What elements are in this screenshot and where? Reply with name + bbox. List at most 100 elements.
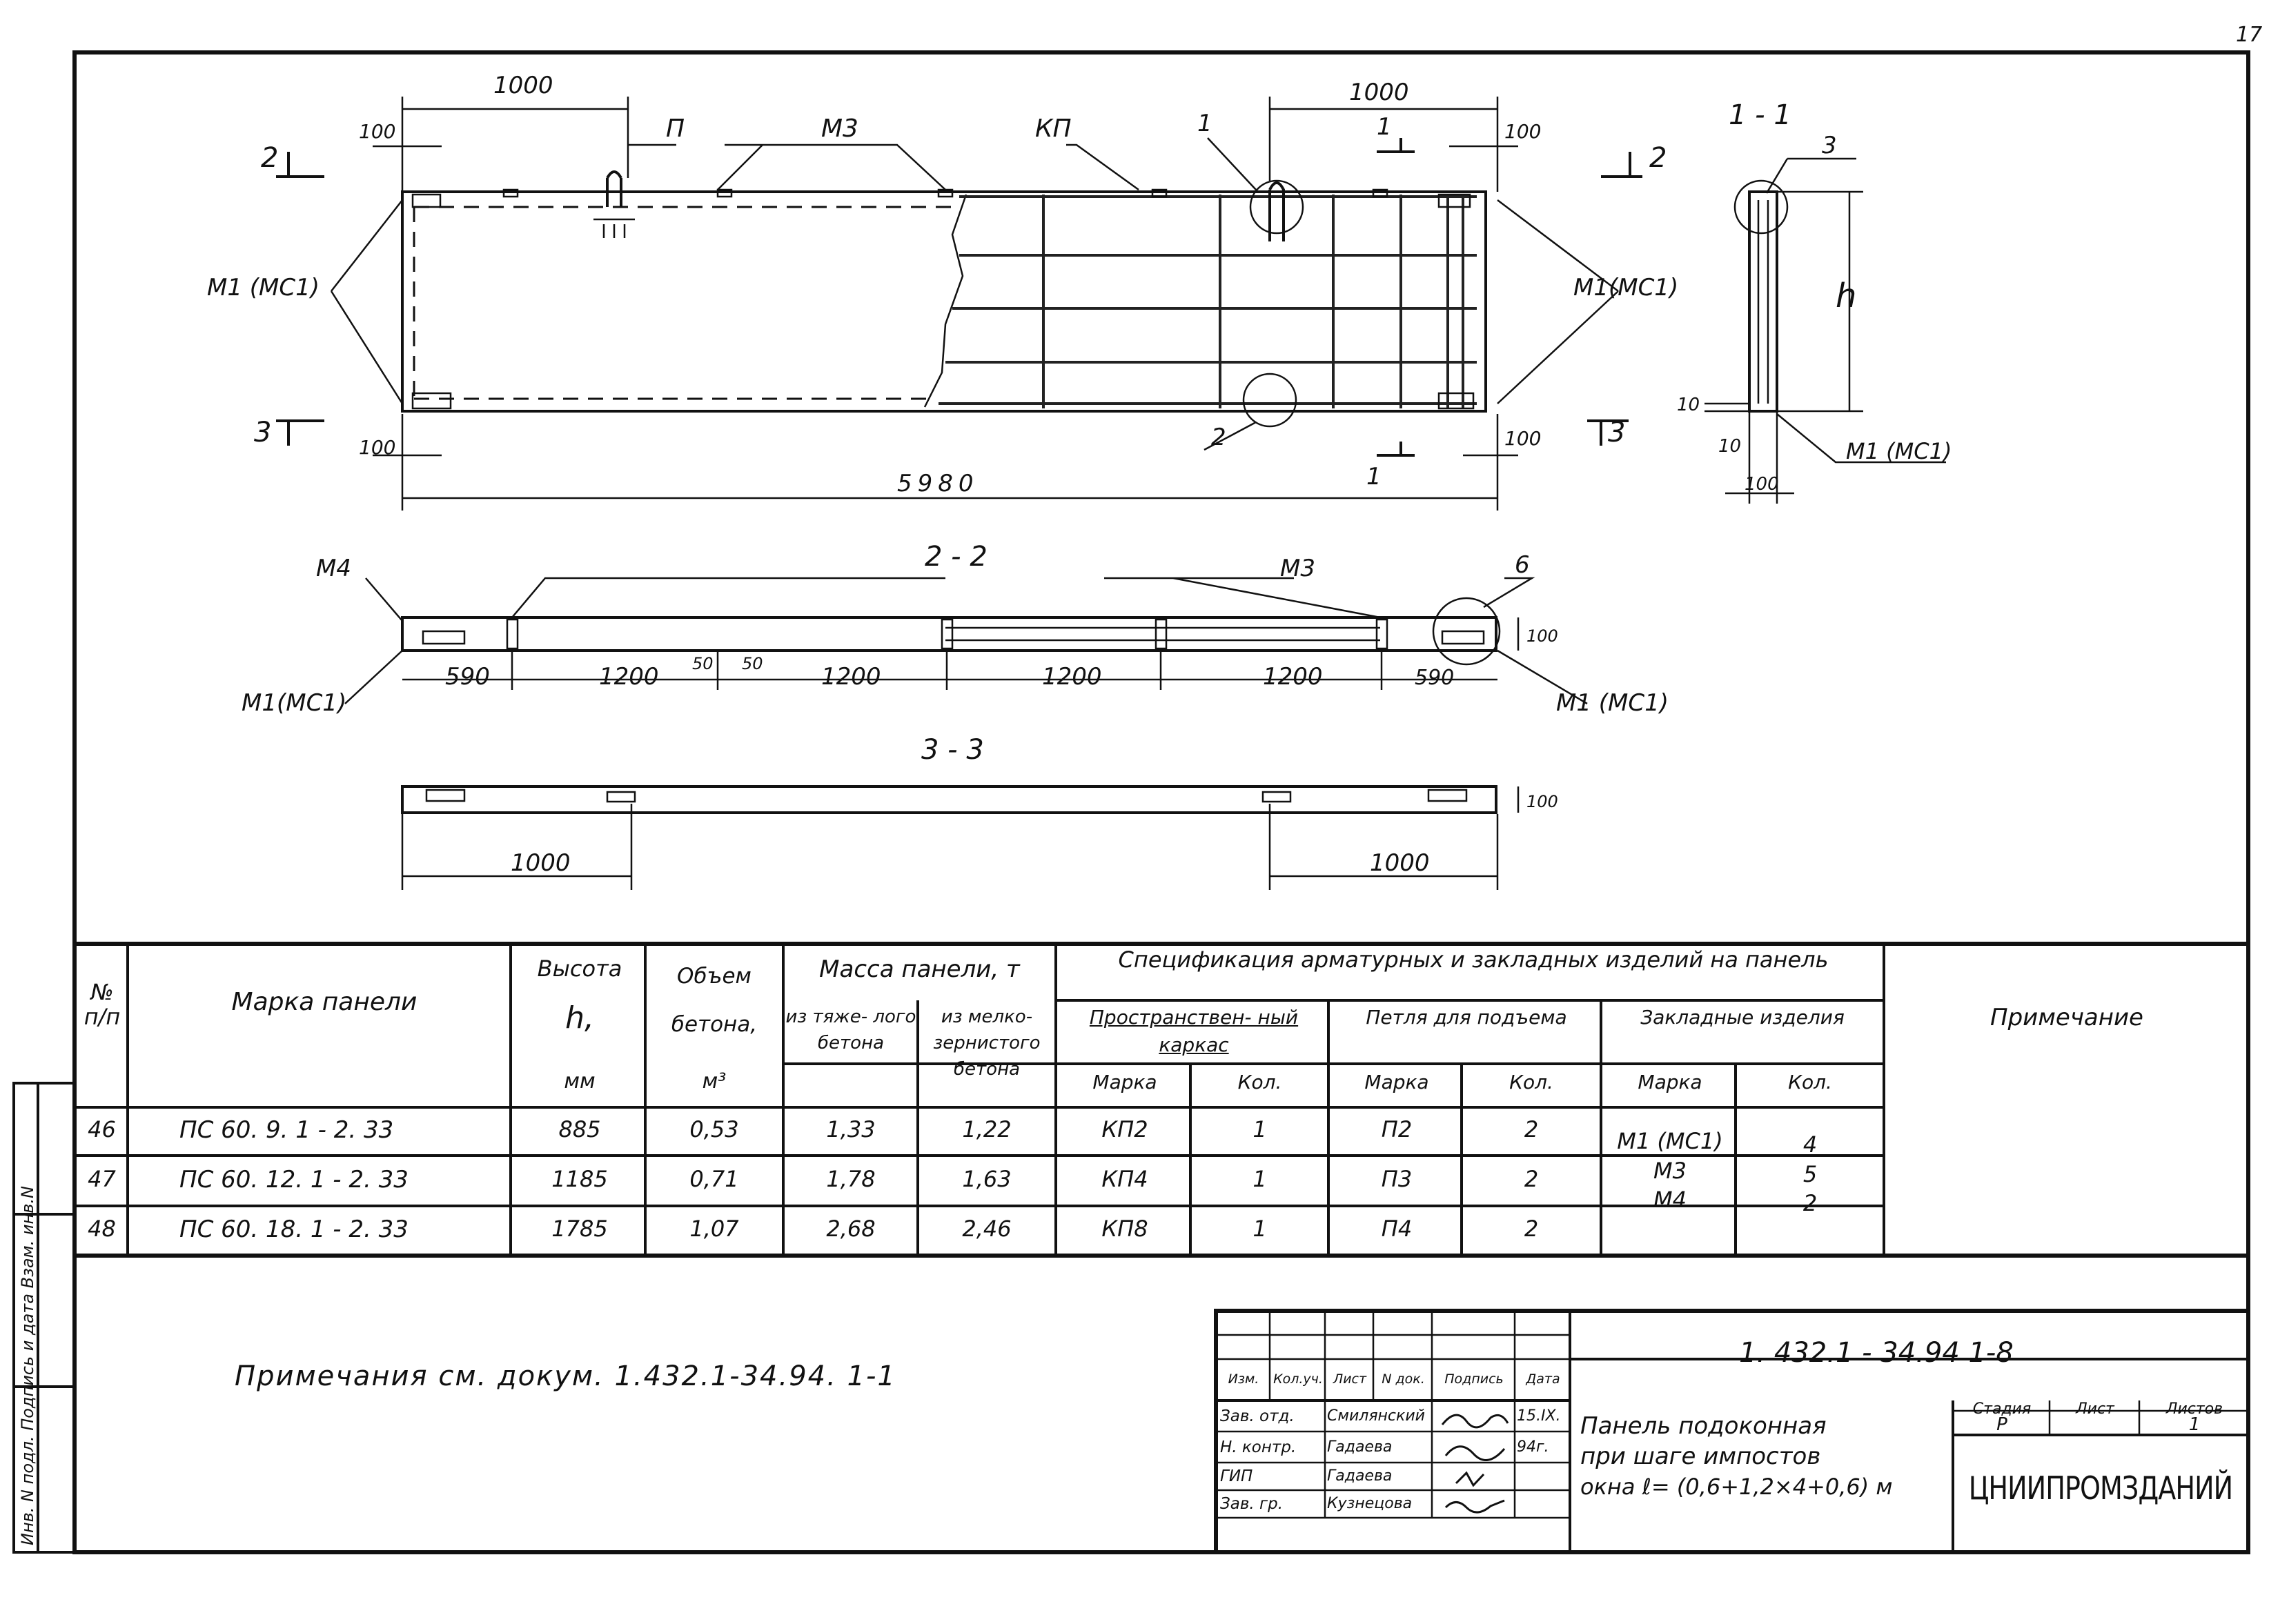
cell-height: 1185 bbox=[551, 1166, 608, 1192]
title-line-1: Панель подоконная bbox=[1580, 1412, 1827, 1440]
header-mass-fine: из мелко- зернистого бетона bbox=[933, 1007, 1041, 1080]
embedded-mark: М1 (МС1) bbox=[1617, 1128, 1723, 1154]
dim-1000-section-3-right: 1000 bbox=[1370, 849, 1430, 877]
plate-m1-bl bbox=[411, 392, 452, 410]
header-spec: Спецификация арматурных и закладных изде… bbox=[1118, 947, 1829, 973]
plate-m1-br bbox=[1437, 392, 1475, 410]
header-frame-mark: Марка bbox=[1092, 1071, 1157, 1093]
plan-dim-1000-right: 1000 bbox=[1349, 79, 1409, 106]
cell-num: 46 bbox=[88, 1116, 116, 1142]
section-3-3 bbox=[401, 785, 1520, 890]
header-loop-mark: Марка bbox=[1364, 1071, 1429, 1093]
dim-100: 100 bbox=[1745, 474, 1779, 495]
section-mark-2-top: 2 bbox=[261, 142, 278, 174]
callout-circle-3 bbox=[1733, 179, 1789, 235]
callout-circle-6 bbox=[1432, 597, 1501, 666]
header-mass-heavy: из тяже- лого бетона bbox=[785, 1007, 916, 1053]
embedded-mark: М3 bbox=[1653, 1158, 1687, 1184]
cut-mark-1-top: 1 bbox=[1377, 113, 1392, 141]
header-embedded: Закладные изделия bbox=[1640, 1006, 1845, 1029]
cell-loop-qty: 2 bbox=[1524, 1166, 1539, 1192]
role-norm-control: Н. контр. bbox=[1220, 1438, 1297, 1456]
dim-100-section-3: 100 bbox=[1526, 792, 1558, 811]
label-loop-p: П bbox=[666, 115, 685, 143]
col-header-signature: Подпись bbox=[1444, 1372, 1504, 1387]
header-mass: Масса панели, т bbox=[819, 955, 1020, 983]
title-line-2: при шаге импостов bbox=[1580, 1443, 1821, 1470]
dim-1200-3: 1200 bbox=[1042, 663, 1102, 691]
cell-loop-qty: 2 bbox=[1524, 1216, 1539, 1242]
role-head-group: Зав. гр. bbox=[1220, 1495, 1284, 1513]
title-line-3: окна ℓ= (0,6+1,2×4+0,6) м bbox=[1580, 1474, 1893, 1500]
sheet-label: Лист bbox=[2076, 1400, 2114, 1418]
cell-num: 48 bbox=[88, 1216, 116, 1242]
dim-50-a: 50 bbox=[692, 654, 714, 673]
sheets-label: Листов bbox=[2165, 1400, 2223, 1418]
date-head-dept: 15.IX. bbox=[1517, 1407, 1561, 1425]
cell-frame-qty: 1 bbox=[1252, 1116, 1267, 1142]
callout-circle-2 bbox=[1242, 373, 1297, 428]
stage-value: Р bbox=[1996, 1414, 2007, 1435]
section-2-2 bbox=[344, 577, 1588, 705]
dim-1200-4: 1200 bbox=[1263, 663, 1323, 691]
panel-outline bbox=[401, 190, 1487, 413]
dim-10-b: 10 bbox=[1718, 436, 1741, 457]
cell-loop-qty: 2 bbox=[1524, 1116, 1539, 1142]
embedded-qty: 5 bbox=[1802, 1161, 1818, 1187]
header-loop-qty: Кол. bbox=[1509, 1071, 1553, 1093]
cell-mass-heavy: 1,78 bbox=[826, 1166, 876, 1192]
cell-mass-fine: 1,63 bbox=[962, 1166, 1012, 1192]
header-frame: Пространствен- ный каркас bbox=[1089, 1006, 1299, 1056]
name-head-group: Кузнецова bbox=[1327, 1495, 1413, 1512]
cell-volume: 1,07 bbox=[689, 1216, 739, 1242]
section-1-1-title: 1 - 1 bbox=[1729, 99, 1791, 131]
sheets-value: 1 bbox=[2188, 1414, 2201, 1435]
sheet-frame bbox=[72, 50, 2250, 1554]
plate-m3-d bbox=[1372, 188, 1388, 198]
header-frame-qty: Кол. bbox=[1237, 1071, 1282, 1093]
note-text: Примечания см. докум. 1.432.1-34.94. 1-1 bbox=[235, 1360, 896, 1392]
label-m1-section-2-left: М1(МС1) bbox=[242, 689, 346, 717]
section-1-1 bbox=[1705, 157, 1946, 504]
cell-mark: ПС 60. 12. 1 - 2. 33 bbox=[179, 1166, 409, 1194]
dim-1000-section-3-left: 1000 bbox=[511, 849, 571, 877]
stage-label: Стадия bbox=[1972, 1400, 2032, 1418]
dim-1200-1: 1200 bbox=[599, 663, 659, 691]
page-number: 17 bbox=[2236, 23, 2262, 47]
cell-mass-fine: 2,46 bbox=[962, 1216, 1012, 1242]
cell-height: 885 bbox=[558, 1116, 601, 1142]
cell-frame-qty: 1 bbox=[1252, 1216, 1267, 1242]
name-head-dept: Смилянский bbox=[1327, 1407, 1425, 1425]
role-head-dept: Зав. отд. bbox=[1220, 1407, 1295, 1425]
header-volume: Объем бетона, bbox=[671, 964, 758, 1037]
embedded-qty: 2 bbox=[1802, 1190, 1818, 1216]
cell-loop: П3 bbox=[1381, 1166, 1413, 1192]
cell-volume: 0,53 bbox=[689, 1116, 739, 1142]
side-stamp-text: Инв. N подл. Подпись и дата Взам. инв.N bbox=[18, 1186, 37, 1545]
label-kp: КП bbox=[1035, 115, 1072, 143]
organization-name: ЦНИИПРОМЗДАНИЙ bbox=[1968, 1469, 2233, 1507]
plan-dim-1000-left: 1000 bbox=[493, 72, 553, 99]
col-header-ndok: N док. bbox=[1382, 1372, 1425, 1387]
dim-590-right: 590 bbox=[1415, 666, 1454, 690]
label-m3: М3 bbox=[821, 115, 858, 143]
label-m3-section: М3 bbox=[1280, 555, 1315, 582]
lifting-loop bbox=[606, 170, 622, 207]
signature-marks bbox=[1441, 1414, 1509, 1514]
section-mark-2-right: 2 bbox=[1649, 142, 1667, 174]
doc-code: 1. 432.1 - 34.94 1-8 bbox=[1739, 1337, 2014, 1369]
callout-circle-1 bbox=[1249, 179, 1304, 235]
plan-dim-5980: 5980 bbox=[897, 470, 979, 497]
cell-volume: 0,71 bbox=[689, 1166, 739, 1192]
header-volume-unit: м³ bbox=[702, 1069, 727, 1093]
cell-mark: ПС 60. 18. 1 - 2. 33 bbox=[179, 1216, 409, 1243]
dim-1200-2: 1200 bbox=[821, 663, 881, 691]
cell-loop: П2 bbox=[1381, 1116, 1413, 1142]
cell-mass-heavy: 2,68 bbox=[826, 1216, 876, 1242]
label-m1-right: М1(МС1) bbox=[1573, 274, 1678, 301]
section-mark-3-right: 3 bbox=[1608, 417, 1625, 448]
break-line bbox=[923, 194, 967, 408]
callout-1: 1 bbox=[1197, 110, 1212, 137]
hidden-lines bbox=[413, 206, 952, 400]
header-num: № п/п bbox=[83, 979, 121, 1030]
